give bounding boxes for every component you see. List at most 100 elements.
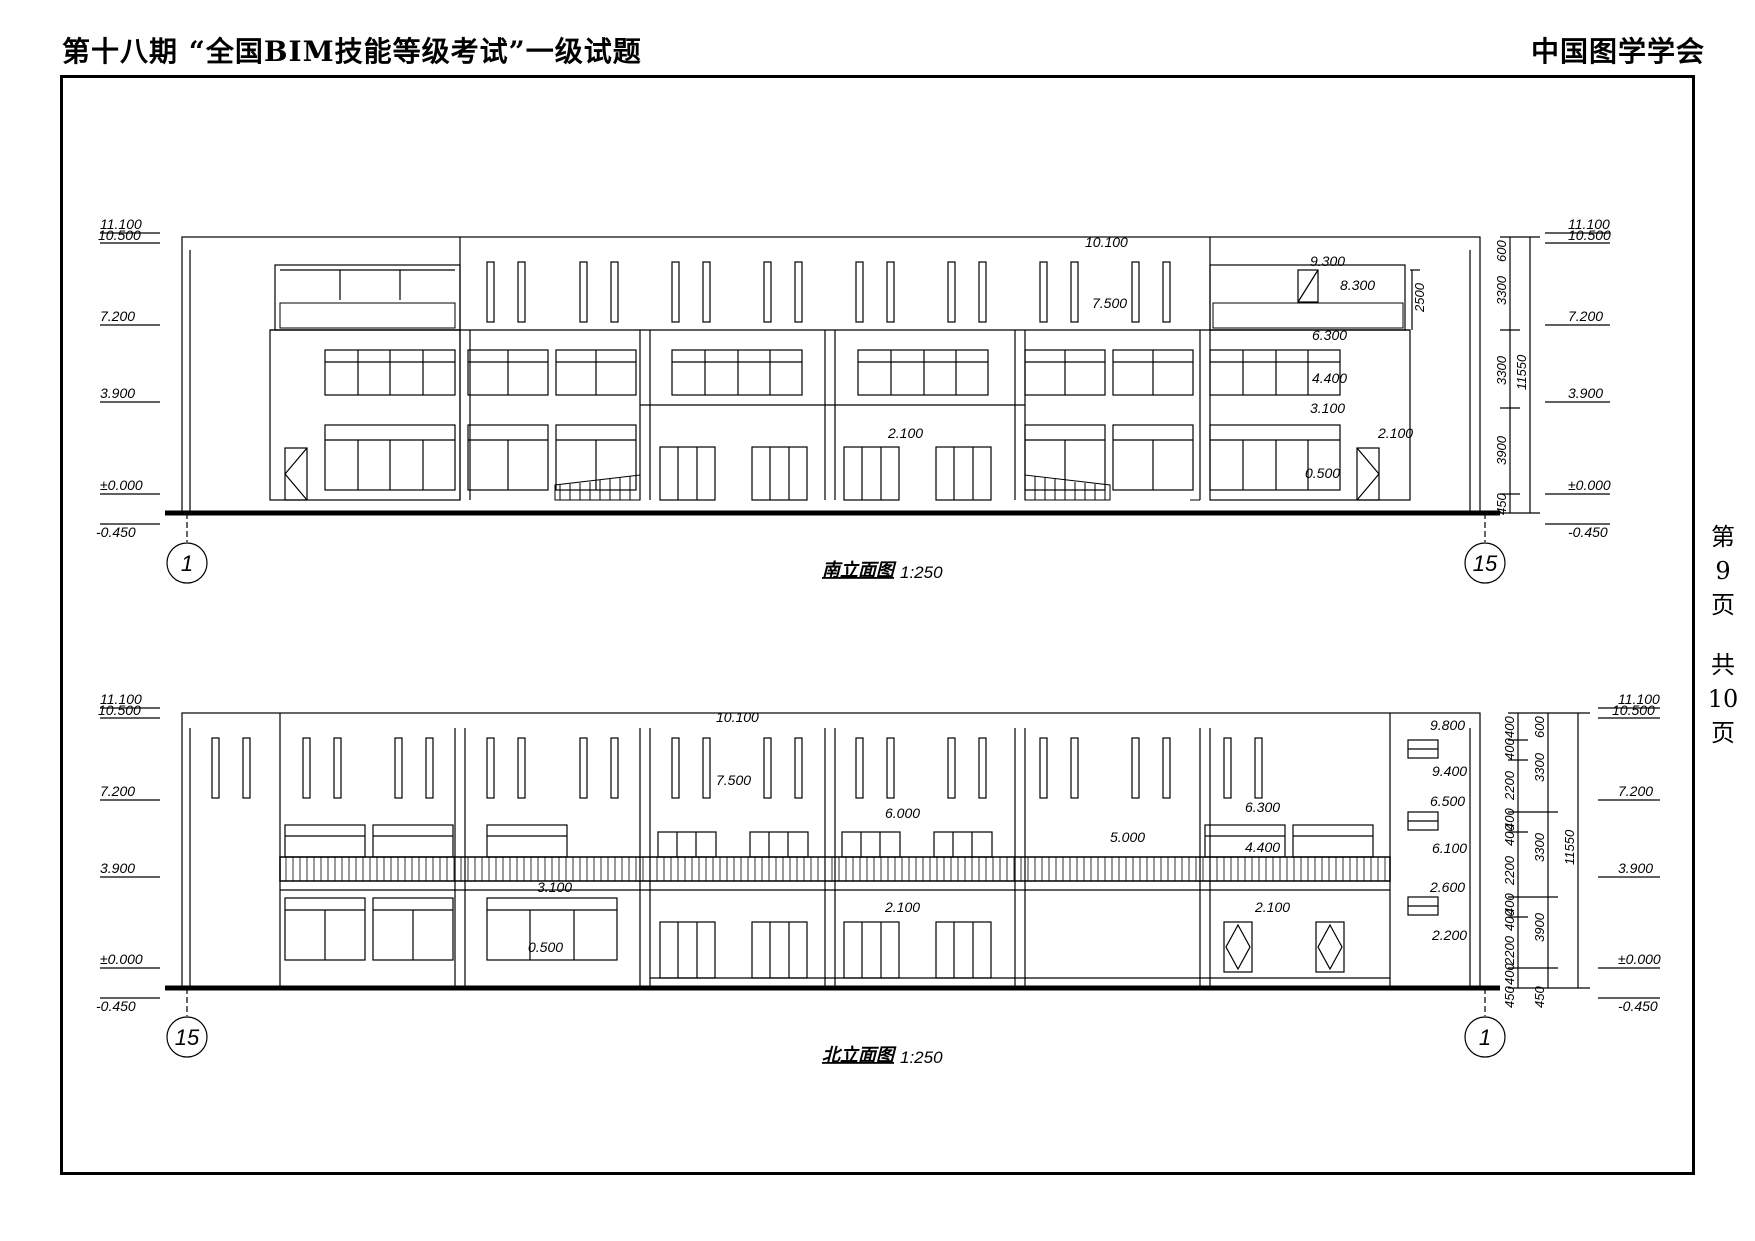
south-elevation-mark: 4.400 xyxy=(1312,370,1347,386)
north-elevation-mark: 5.000 xyxy=(1110,829,1145,845)
south-elevation-mark: 6.300 xyxy=(1312,327,1347,343)
north-level-label: 3.900 xyxy=(1618,860,1653,876)
south-level-label: 10.500 xyxy=(1568,227,1611,243)
north-window-mark: 6.500 xyxy=(1430,793,1465,809)
south-level-label: 11.100 xyxy=(100,216,142,232)
north-dimension: 2200 xyxy=(1502,770,1517,801)
sheet-header-organization: 中国图学学会 xyxy=(1530,35,1705,68)
south-level-label: -0.450 xyxy=(1568,524,1608,540)
north-dimension: 400 xyxy=(1502,738,1517,760)
north-side-windows xyxy=(1407,739,1439,916)
north-elevation-mark: 2.100 xyxy=(884,899,920,915)
north-dimension: 3900 xyxy=(1532,912,1547,942)
south-dimension: 3300 xyxy=(1494,355,1509,385)
sheet-header-title: 第十八期 “全国BIM技能等级考试”一级试题 xyxy=(62,35,642,68)
north-window-mark: 6.100 xyxy=(1432,840,1467,856)
south-right-level-ticks xyxy=(1545,232,1610,525)
north-elevation-mark: 10.100 xyxy=(716,709,759,725)
south-elevation-mark: 8.300 xyxy=(1340,277,1375,293)
north-dimension: 450 xyxy=(1502,986,1517,1008)
north-dimension: 400 xyxy=(1502,963,1517,985)
south-elevation-mark: 10.100 xyxy=(1085,234,1128,250)
south-elevation-mark: 7.500 xyxy=(1092,295,1127,311)
north-dimension: 450 xyxy=(1532,986,1547,1008)
north-dimension: 600 xyxy=(1532,716,1547,738)
north-level-label: ±0.000 xyxy=(1618,951,1661,967)
south-axis-left xyxy=(166,542,208,584)
north-level-label: 11.100 xyxy=(100,691,142,707)
north-dimension: 400 xyxy=(1502,824,1517,846)
south-dimension: 600 xyxy=(1494,240,1509,262)
south-stairs xyxy=(554,474,1200,501)
north-dimension: 400 xyxy=(1502,716,1517,738)
north-axis-left xyxy=(166,1016,208,1058)
north-left-level-ticks xyxy=(100,707,160,999)
south-dimension: 2500 xyxy=(1412,282,1427,313)
south-windows-2f xyxy=(324,349,1341,396)
south-slot-windows xyxy=(486,261,1171,323)
south-level-label: 3.900 xyxy=(1568,385,1603,401)
total-char: 共 xyxy=(1711,651,1735,679)
north-elevation-mark: 0.500 xyxy=(528,939,563,955)
south-terrace-right xyxy=(1209,264,1406,331)
page-char: 页 xyxy=(1711,591,1735,619)
south-dimension-total: 11550 xyxy=(1514,354,1529,390)
north-level-label: 11.100 xyxy=(1618,691,1660,707)
south-elevation-scale: 1:250 xyxy=(900,563,943,582)
south-windows-1f xyxy=(324,424,1341,491)
north-window-mark: 9.800 xyxy=(1430,717,1465,733)
north-level-label: 10.500 xyxy=(1612,702,1655,718)
page-indicator: 第 9 页 共 10 页 xyxy=(1706,520,1740,750)
north-dimension: 2200 xyxy=(1502,935,1517,966)
south-elevation-mark: 2.100 xyxy=(1377,425,1413,441)
north-dimension: 3300 xyxy=(1532,752,1547,782)
north-windows-2f xyxy=(284,824,1374,858)
south-dimension-lines xyxy=(1410,236,1540,514)
north-level-label: 3.900 xyxy=(100,860,135,876)
south-elevation-mark: 0.500 xyxy=(1305,465,1340,481)
north-dimension-lines xyxy=(1508,712,1590,989)
north-dimension: 400 xyxy=(1502,893,1517,915)
page-char: 第 xyxy=(1711,523,1735,551)
north-level-label: 7.200 xyxy=(100,783,135,799)
south-level-label: 7.200 xyxy=(100,308,135,324)
south-elevation-mark: 9.300 xyxy=(1310,253,1345,269)
north-elevation-mark: 2.100 xyxy=(1254,899,1290,915)
south-elevation-mark: 3.100 xyxy=(1310,400,1345,416)
north-dimension-total: 11550 xyxy=(1562,829,1577,865)
north-elevation-mark: 7.500 xyxy=(716,772,751,788)
south-level-label: ±0.000 xyxy=(100,477,143,493)
total-char: 页 xyxy=(1711,719,1735,747)
south-level-label: 3.900 xyxy=(100,385,135,401)
north-elevation-title: 北立面图 xyxy=(822,1045,897,1065)
north-dimension: 400 xyxy=(1502,808,1517,830)
south-elevation-title: 南立面图 xyxy=(822,560,897,580)
north-windows-1f xyxy=(284,897,618,961)
south-doors xyxy=(284,269,1380,501)
north-doors xyxy=(650,921,1390,979)
north-elevation xyxy=(100,707,1660,1058)
south-dimension: 3900 xyxy=(1494,435,1509,465)
north-dimension: 2200 xyxy=(1502,855,1517,886)
north-right-level-ticks xyxy=(1598,707,1660,999)
south-level-label: -0.450 xyxy=(96,524,136,540)
south-level-label: 10.500 xyxy=(98,227,141,243)
north-level-label: -0.450 xyxy=(96,998,136,1014)
south-level-label: 7.200 xyxy=(1568,308,1603,324)
north-elevation-mark: 6.300 xyxy=(1245,799,1280,815)
south-level-label: ±0.000 xyxy=(1568,477,1611,493)
north-axis-right xyxy=(1464,1016,1506,1058)
north-level-label: 10.500 xyxy=(98,702,141,718)
south-axis-right-label: 15 xyxy=(1473,551,1498,576)
north-slot-windows xyxy=(211,737,1263,799)
north-axis-right-label: 1 xyxy=(1479,1025,1491,1050)
north-elevation-scale: 1:250 xyxy=(900,1048,943,1067)
page-number: 9 xyxy=(1715,557,1731,585)
south-dimension: 3300 xyxy=(1494,275,1509,305)
south-axis-left-label: 1 xyxy=(181,551,193,576)
south-level-label: 11.100 xyxy=(1568,216,1610,232)
south-railing-right xyxy=(1212,302,1404,329)
south-axis-right xyxy=(1464,542,1506,584)
north-axis-left-label: 15 xyxy=(175,1025,200,1050)
